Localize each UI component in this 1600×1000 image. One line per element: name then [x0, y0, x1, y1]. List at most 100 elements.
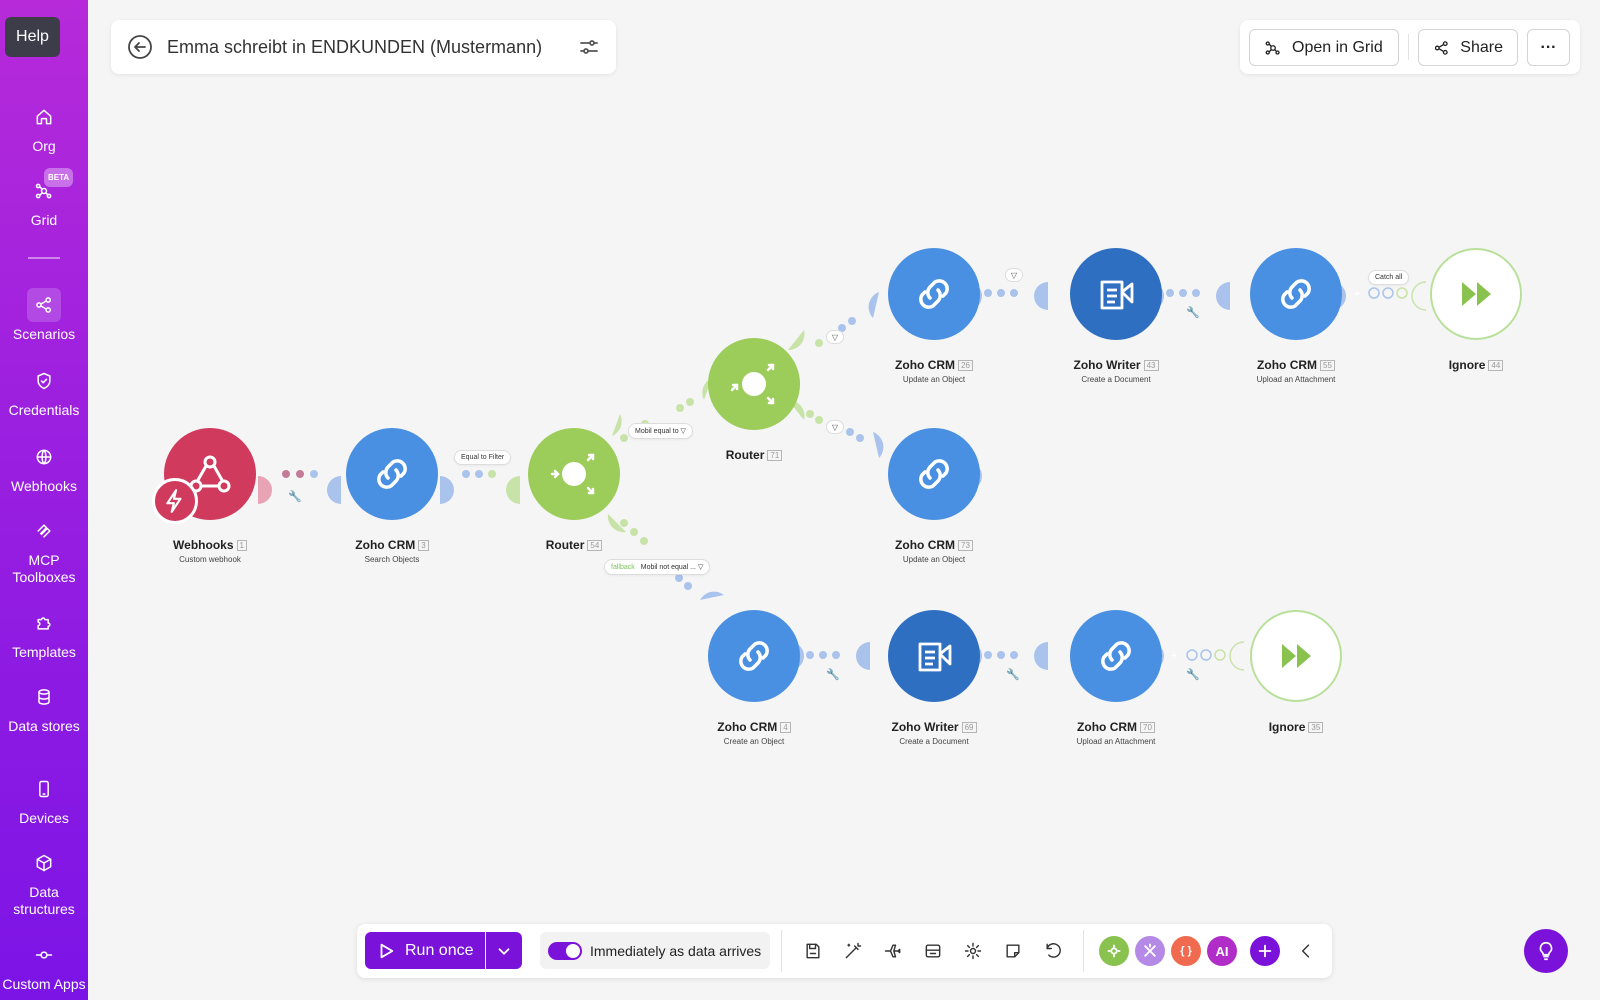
divider: [781, 930, 782, 972]
sidebar-item-mcp-toolboxes[interactable]: MCP Toolboxes: [0, 514, 88, 586]
gear-icon[interactable]: [960, 938, 986, 964]
filter-icon[interactable]: ▽: [826, 420, 844, 434]
module-name: Zoho CRM: [1077, 720, 1138, 734]
schedule-label: Immediately as data arrives: [590, 942, 762, 959]
run-once-button[interactable]: Run once: [365, 932, 485, 969]
back-arrow-icon[interactable]: [127, 34, 153, 60]
filter-icon[interactable]: ▽: [826, 330, 844, 344]
filter-mobil-equal[interactable]: Mobil equal to ▽: [628, 423, 693, 439]
sliders-icon[interactable]: [578, 36, 600, 58]
schedule-toggle[interactable]: [548, 941, 582, 960]
zoho-writer-module-43[interactable]: [1070, 248, 1162, 340]
sidebar-item-label: Custom Apps: [2, 976, 86, 992]
layout-icon[interactable]: [920, 938, 946, 964]
help-button[interactable]: Help: [5, 17, 60, 57]
sidebar-item-org[interactable]: Org: [0, 100, 88, 155]
filter-label: Mobil equal to: [635, 428, 679, 435]
module-name: Zoho CRM: [895, 358, 956, 372]
zoho-crm-module-73[interactable]: [888, 428, 980, 520]
module-subtitle: Update an Object: [902, 555, 966, 564]
sidebar-item-label: Credentials: [8, 402, 80, 418]
link-icon: [919, 279, 949, 309]
sidebar-divider: [28, 257, 60, 259]
module-subtitle: Upload an Attachment: [1256, 375, 1336, 384]
wrench-icon[interactable]: 🔧: [1006, 669, 1020, 681]
save-icon[interactable]: [800, 938, 826, 964]
sidebar-item-credentials[interactable]: Credentials: [0, 364, 88, 419]
ai-module-icon[interactable]: AI: [1207, 936, 1237, 966]
module-subtitle: Search Objects: [364, 555, 420, 564]
scenario-title[interactable]: Emma schreibt in ENDKUNDEN (Mustermann): [167, 36, 543, 57]
chevron-left-icon[interactable]: [1293, 938, 1319, 964]
more-options-button[interactable]: ···: [1527, 29, 1570, 66]
lightning-icon: [166, 489, 182, 513]
zoho-crm-module-4[interactable]: [708, 610, 800, 702]
sidebar-item-scenarios[interactable]: Scenarios: [0, 288, 88, 343]
router-module-71[interactable]: [708, 338, 800, 430]
zoho-crm-module-26[interactable]: [888, 248, 980, 340]
module-subtitle: Update an Object: [902, 375, 966, 384]
sidebar-item-custom-apps[interactable]: Custom Apps: [0, 938, 88, 993]
module-name: Ignore: [1268, 720, 1306, 734]
sidebar-item-label: Data structures: [13, 884, 75, 917]
wrench-icon[interactable]: 🔧: [826, 669, 840, 681]
open-in-grid-button[interactable]: Open in Grid: [1249, 29, 1399, 66]
filter-catch-all[interactable]: Catch all: [1368, 270, 1410, 285]
module-name: Zoho Writer: [1073, 358, 1141, 372]
module-name: Webhooks: [173, 538, 234, 552]
schedule-control[interactable]: Immediately as data arrives: [540, 932, 770, 969]
tools-module-icon[interactable]: [1099, 936, 1129, 966]
module-subtitle: Upload an Attachment: [1076, 737, 1156, 746]
lightbulb-button[interactable]: [1524, 929, 1568, 973]
module-name: Zoho CRM: [717, 720, 778, 734]
router-module-54[interactable]: [528, 428, 620, 520]
filter-icon[interactable]: ▽: [1005, 268, 1023, 282]
filter-icon: ▽: [680, 428, 686, 435]
magic-wand-icon[interactable]: [840, 938, 866, 964]
writer-icon: [918, 642, 952, 672]
link-icon: [1281, 279, 1311, 309]
zoho-writer-module-69[interactable]: [888, 610, 980, 702]
link-icon: [377, 459, 407, 489]
filter-icon: ▽: [697, 564, 704, 571]
ignore-module-44[interactable]: [1430, 248, 1522, 340]
sidebar-item-devices[interactable]: Devices: [0, 772, 88, 827]
zoho-crm-module-70[interactable]: [1070, 610, 1162, 702]
home-icon: [27, 100, 61, 134]
share-icon: [27, 288, 61, 322]
filter-equal-to[interactable]: Equal to Filter: [454, 450, 512, 465]
airplane-icon[interactable]: [880, 938, 906, 964]
share-button[interactable]: Share: [1418, 29, 1518, 66]
play-icon: [380, 943, 394, 958]
module-subtitle: Create an Object: [723, 737, 785, 746]
scenario-title-bar: Emma schreibt in ENDKUNDEN (Mustermann): [111, 20, 616, 74]
add-module-button[interactable]: [1250, 936, 1280, 966]
sidebar-item-data-structures[interactable]: Data structures: [0, 846, 88, 918]
module-name: Router: [725, 448, 765, 462]
run-options-dropdown[interactable]: [486, 932, 522, 969]
zoho-crm-module-55[interactable]: [1250, 248, 1342, 340]
scenario-canvas[interactable]: + + +: [88, 80, 1600, 920]
sidebar-item-label: Scenarios: [12, 326, 76, 342]
sidebar-item-data-stores[interactable]: Data stores: [0, 680, 88, 735]
wrench-icon[interactable]: 🔧: [288, 491, 302, 503]
module-subtitle: Create a Document: [899, 737, 969, 746]
flow-control-icon[interactable]: [1135, 936, 1165, 966]
wrench-icon[interactable]: 🔧: [1186, 307, 1200, 319]
sidebar-item-templates[interactable]: Templates: [0, 606, 88, 661]
sidebar-item-grid[interactable]: BETA Grid: [0, 168, 88, 229]
ignore-module-35[interactable]: [1250, 610, 1342, 702]
database-icon: [27, 680, 61, 714]
globe-icon: [27, 440, 61, 474]
share-icon: [1434, 40, 1448, 55]
sidebar-item-webhooks[interactable]: Webhooks: [0, 440, 88, 495]
zoho-crm-module-3[interactable]: [346, 428, 438, 520]
json-module-icon[interactable]: { }: [1171, 936, 1201, 966]
module-number: 4: [780, 722, 791, 733]
note-icon[interactable]: [1000, 938, 1026, 964]
wrench-icon[interactable]: 🔧: [1186, 669, 1200, 681]
undo-icon[interactable]: [1040, 938, 1066, 964]
